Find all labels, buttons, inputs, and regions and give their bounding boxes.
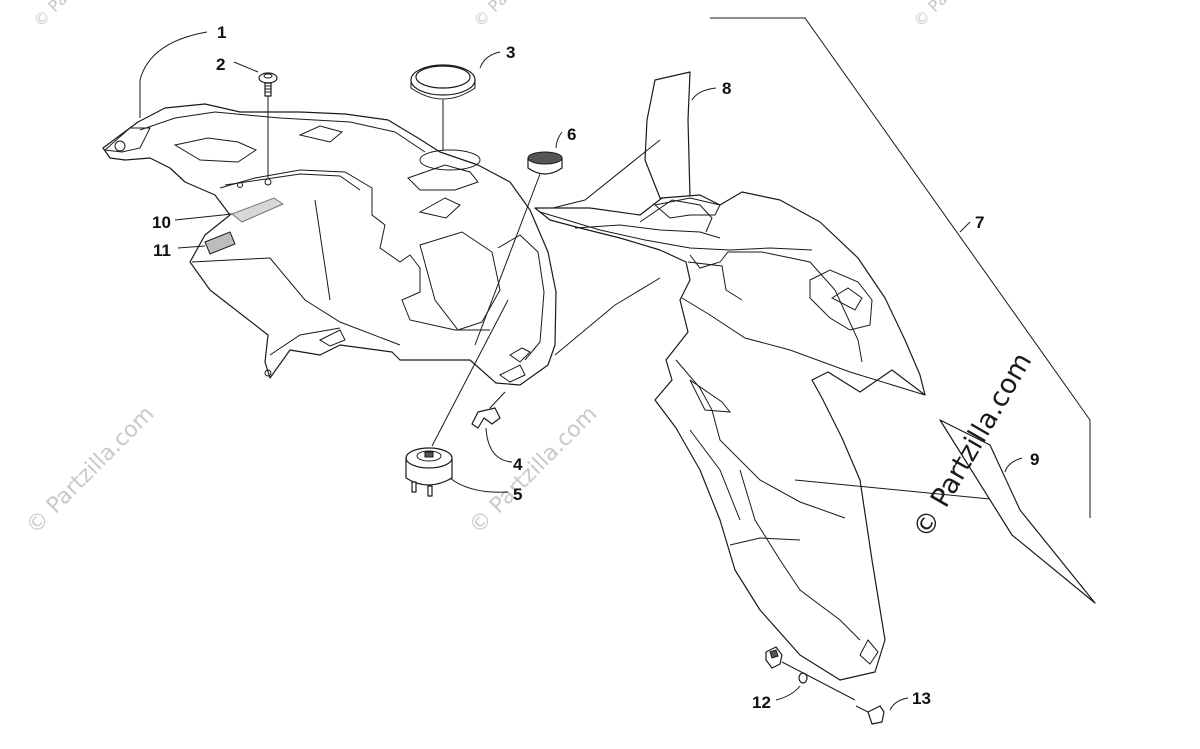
callout-13: 13 bbox=[912, 689, 931, 708]
callout-8: 8 bbox=[722, 79, 731, 98]
part-10-decal bbox=[231, 197, 285, 223]
watermark-center: © Partzilla.com bbox=[465, 402, 603, 540]
part-7-bracket bbox=[710, 17, 1091, 518]
part-3-gauge-bezel bbox=[410, 64, 481, 171]
callout-leaders bbox=[139, 31, 1023, 711]
watermark-left: © Partzilla.com bbox=[22, 402, 160, 540]
watermark-top-center: © Partzilla.com bbox=[469, 0, 570, 31]
part-11-decal bbox=[204, 231, 236, 255]
part-2-screw bbox=[258, 72, 278, 186]
part-4-clip bbox=[471, 391, 506, 429]
callout-5: 5 bbox=[513, 485, 522, 504]
callout-labels: 1 2 3 4 5 6 7 8 9 10 11 12 13 bbox=[152, 23, 1039, 712]
part-12-fastener-set bbox=[765, 646, 856, 701]
callout-1: 1 bbox=[217, 23, 226, 42]
callout-2: 2 bbox=[216, 55, 225, 74]
callout-7: 7 bbox=[975, 213, 984, 232]
part-6-cap bbox=[474, 151, 563, 346]
callout-4: 4 bbox=[513, 455, 523, 474]
part-1-left-panel bbox=[102, 103, 557, 386]
callout-11: 11 bbox=[153, 241, 171, 260]
callout-10: 10 bbox=[152, 213, 171, 232]
callout-6: 6 bbox=[567, 125, 576, 144]
watermark-top-left: © Partzilla.com bbox=[29, 0, 130, 31]
watermark-top-right: © Partzilla.com bbox=[909, 0, 1010, 31]
callout-3: 3 bbox=[506, 43, 515, 62]
part-5-ignition-switch bbox=[405, 299, 509, 497]
callout-9: 9 bbox=[1030, 450, 1039, 469]
callout-12: 12 bbox=[752, 693, 771, 712]
part-7-right-panel bbox=[534, 191, 1001, 681]
part-9-decal bbox=[939, 419, 1096, 604]
part-13-push-pin bbox=[855, 705, 885, 725]
